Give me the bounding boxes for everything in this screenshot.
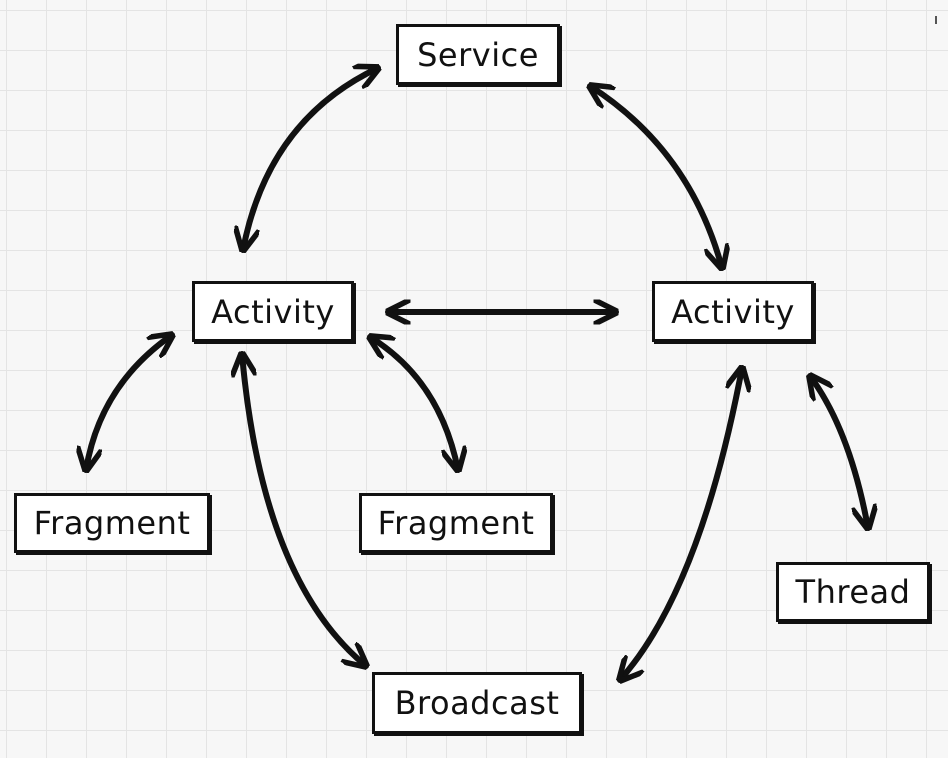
- arrow-activity-left-broadcast: [242, 354, 366, 666]
- arrow-activity-right-broadcast: [620, 368, 742, 680]
- activity-node-left: Activity: [192, 281, 354, 342]
- arrow-activity-right-thread: [810, 376, 868, 528]
- arrow-service-activity-right: [590, 86, 722, 268]
- fragment-node-middle: Fragment: [359, 493, 553, 553]
- service-node: Service: [396, 24, 560, 85]
- activity-node-right: Activity: [652, 281, 814, 342]
- arrow-activity-left-fragment-middle: [370, 337, 458, 470]
- arrow-service-activity-left: [243, 68, 378, 250]
- arrow-activity-left-fragment-left: [86, 335, 172, 470]
- fragment-node-left: Fragment: [14, 493, 210, 553]
- thread-node: Thread: [776, 562, 930, 622]
- broadcast-node: Broadcast: [372, 672, 582, 734]
- corner-tick-mark: [935, 16, 937, 24]
